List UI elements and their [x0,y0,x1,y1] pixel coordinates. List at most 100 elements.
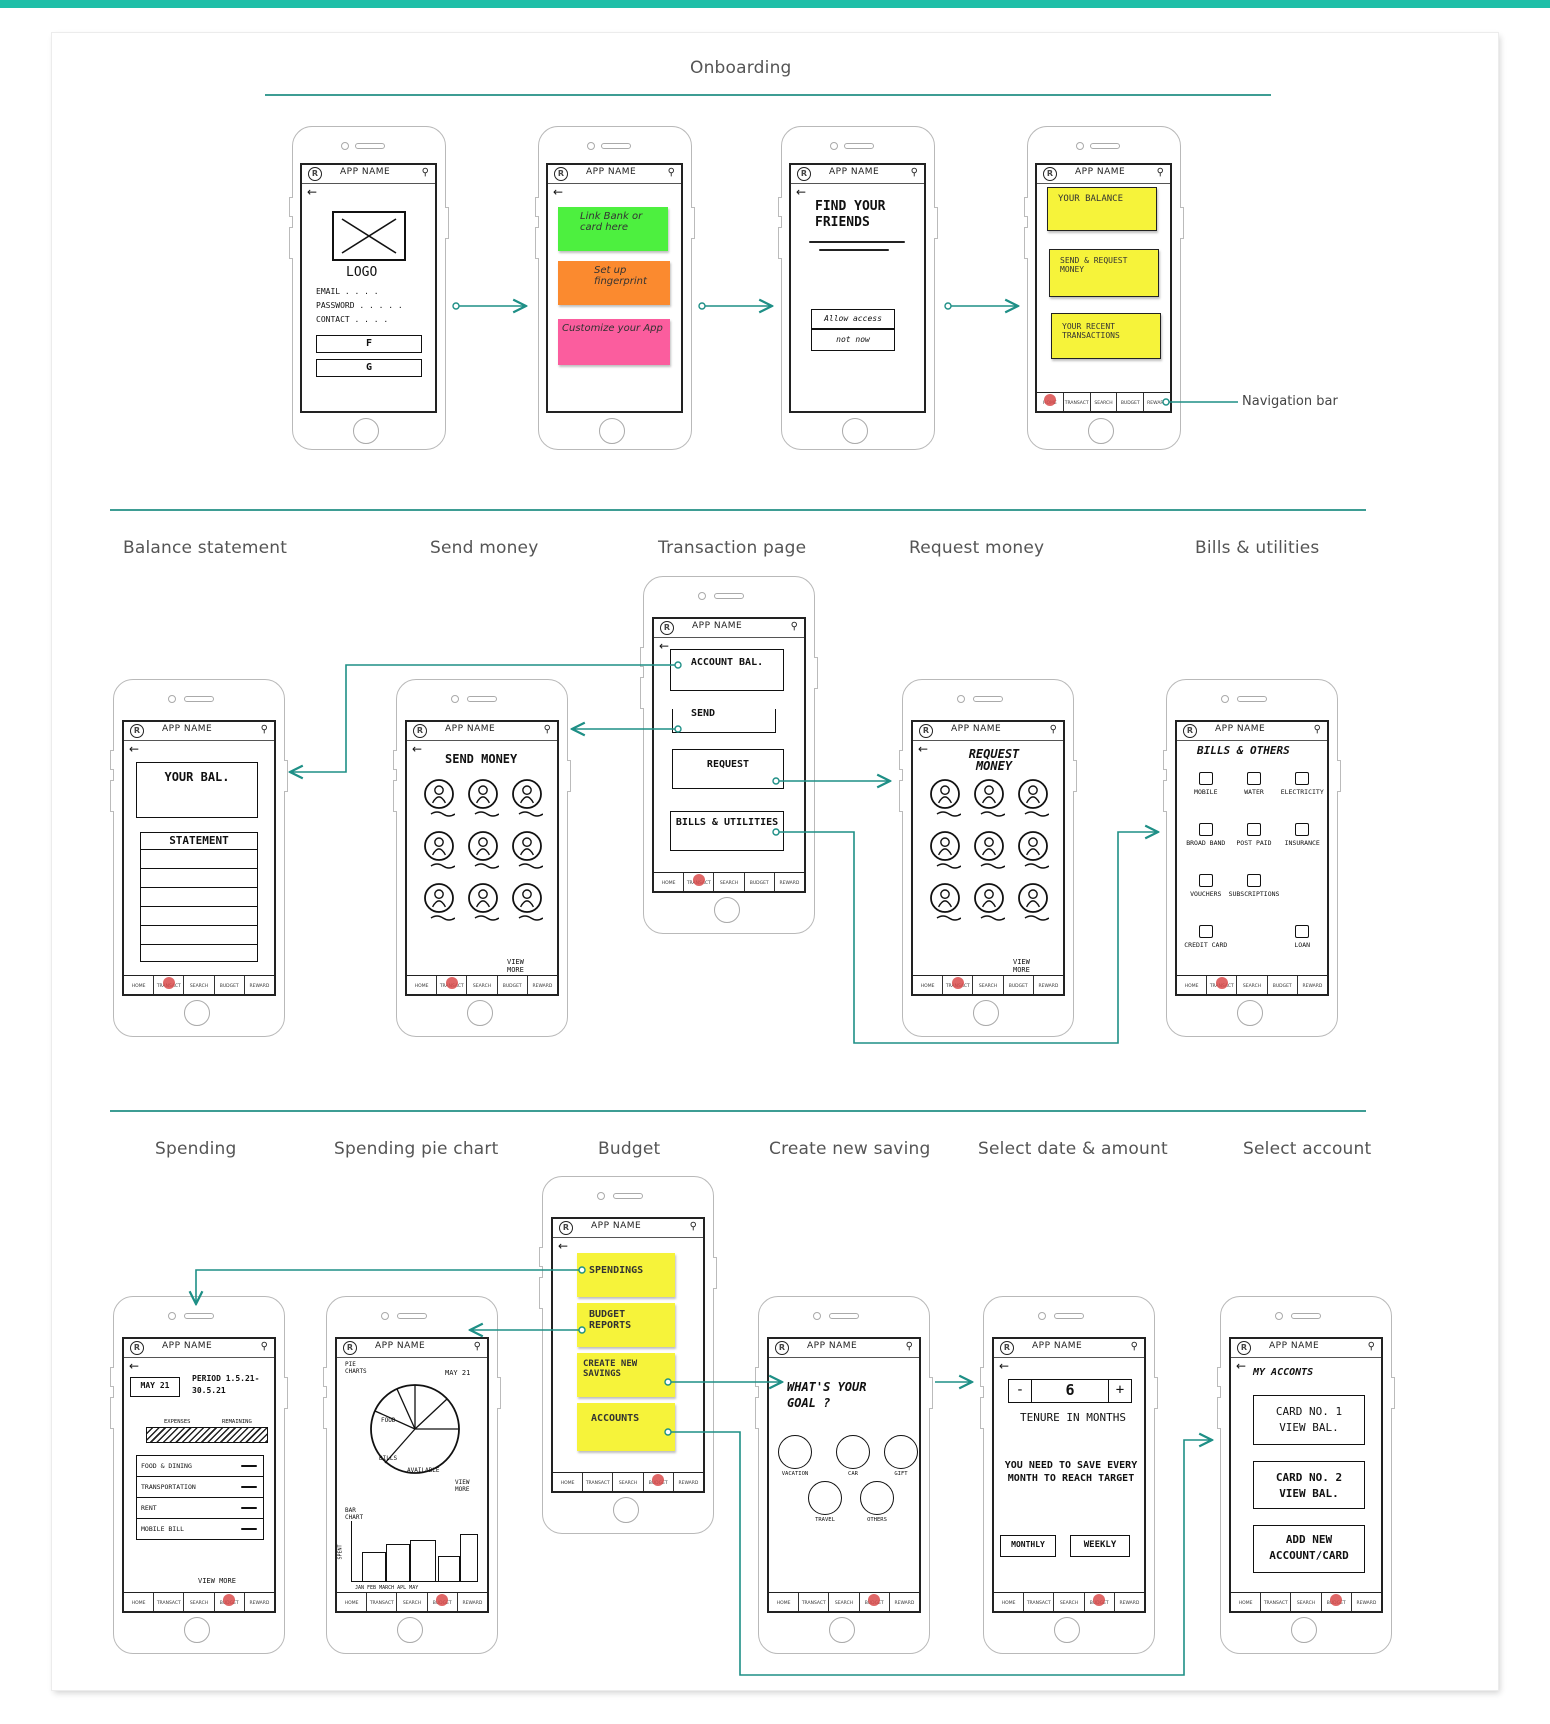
goal-option[interactable]: OTHERS [857,1481,897,1523]
nav-transact[interactable]: TRANSACT [684,873,715,891]
nav-budget[interactable]: BUDGET [644,1473,674,1491]
contact-avatar-icon[interactable] [423,882,455,922]
view-more-link[interactable]: VIEW MORE [1013,958,1030,974]
nav-transact[interactable]: TRANSACT [1024,1593,1055,1611]
bill-option[interactable]: MOBILE [1183,770,1229,817]
nav-budget[interactable]: BUDGET [1117,393,1145,411]
back-arrow-icon[interactable]: ← [412,742,423,756]
back-arrow-icon[interactable]: ← [659,639,670,653]
nav-transact[interactable]: TRANSACT [1261,1593,1292,1611]
nav-transact[interactable]: TRANSACT [583,1473,614,1491]
your-balance-note[interactable]: YOUR BALANCE [1047,187,1157,231]
nav-reward[interactable]: REWARD [1038,984,1059,989]
allow-access-button[interactable]: Allow access [811,309,895,329]
back-arrow-icon[interactable]: ← [553,185,564,199]
contact-avatar-icon[interactable] [929,778,961,818]
bill-option[interactable]: POST PAID [1229,821,1280,868]
nav-search[interactable]: SEARCH [714,873,745,891]
request-option[interactable]: REQUEST [672,749,784,789]
contact-avatar-icon[interactable] [511,830,543,870]
contact-avatar-icon[interactable] [1017,778,1049,818]
nav-home[interactable]: HOME [124,1593,155,1611]
nav-search[interactable]: SEARCH [184,1593,215,1611]
nav-search[interactable]: SEARCH [613,1473,644,1491]
send-request-note[interactable]: SEND & REQUEST MONEY [1049,249,1159,297]
back-arrow-icon[interactable]: ← [918,742,929,756]
nav-reward[interactable]: REWARD [532,984,553,989]
link-bank-card-note[interactable]: Link Bank or card here [558,207,668,251]
bill-option[interactable]: CREDIT CARD [1183,923,1229,970]
not-now-button[interactable]: not now [811,329,895,351]
contact-avatar-icon[interactable] [929,830,961,870]
nav-reward[interactable]: REWARD [779,881,800,886]
contact-avatar-icon[interactable] [929,882,961,922]
nav-budget[interactable]: BUDGET [860,1593,890,1611]
customize-app-note[interactable]: Customize your App [558,319,670,365]
bill-option[interactable]: BROAD BAND [1183,821,1229,868]
nav-search[interactable]: SEARCH [1091,393,1118,411]
back-arrow-icon[interactable]: ← [999,1359,1010,1373]
contact-field[interactable]: CONTACT . . . . [316,315,389,324]
goal-option[interactable]: TRAVEL [805,1481,845,1523]
nav-search[interactable]: SEARCH [973,976,1004,994]
view-more-link[interactable]: VIEW MORE [198,1577,236,1585]
nav-transact[interactable]: TRANSACT [1207,976,1238,994]
nav-home[interactable]: HOME [124,976,155,994]
contact-avatar-icon[interactable] [467,830,499,870]
nav-home[interactable]: HOME [1037,393,1064,411]
bill-option[interactable]: WATER [1229,770,1280,817]
decrement-button[interactable]: - [1009,1380,1032,1402]
contact-avatar-icon[interactable] [973,882,1005,922]
nav-budget[interactable]: BUDGET [1268,976,1298,994]
bill-option[interactable]: SUBSCRIPTIONS [1229,872,1279,919]
nav-reward[interactable]: REWARD [462,1601,483,1606]
spendings-note[interactable]: SPENDINGS [577,1253,675,1297]
bills-utilities-option[interactable]: BILLS & UTILITIES [670,811,784,851]
contact-avatar-icon[interactable] [1017,882,1049,922]
nav-home[interactable]: HOME [337,1593,368,1611]
increment-button[interactable]: + [1108,1380,1131,1402]
nav-search[interactable]: SEARCH [184,976,215,994]
bill-option[interactable]: ELECTRICITY [1279,770,1325,817]
contact-avatar-icon[interactable] [973,778,1005,818]
nav-budget[interactable]: BUDGET [428,1593,458,1611]
contact-avatar-icon[interactable] [511,882,543,922]
nav-transact[interactable]: TRANSACT [1064,393,1091,411]
nav-home[interactable]: HOME [654,873,685,891]
nav-reward[interactable]: REWARD [249,984,270,989]
contact-avatar-icon[interactable] [423,830,455,870]
nav-transact[interactable]: TRANSACT [154,976,185,994]
nav-home[interactable]: HOME [913,976,944,994]
goal-option[interactable]: GIFT [881,1435,919,1477]
spending-row[interactable]: TRANSPORTATION [137,1477,263,1498]
nav-search[interactable]: SEARCH [1237,976,1268,994]
contact-avatar-icon[interactable] [423,778,455,818]
view-more-link[interactable]: VIEW MORE [455,1479,470,1493]
nav-search[interactable]: SEARCH [829,1593,860,1611]
nav-search[interactable]: SEARCH [1054,1593,1085,1611]
tenure-stepper[interactable]: - 6 + [1008,1379,1132,1403]
monthly-toggle[interactable]: MONTHLY [1000,1535,1056,1557]
contact-avatar-icon[interactable] [467,778,499,818]
goal-option[interactable]: CAR [833,1435,873,1477]
nav-transact[interactable]: TRANSACT [943,976,974,994]
nav-search[interactable]: SEARCH [467,976,498,994]
nav-reward[interactable]: REWARD [1302,984,1323,989]
back-arrow-icon[interactable]: ← [129,742,140,756]
contact-avatar-icon[interactable] [467,882,499,922]
account-balance-button[interactable]: ACCOUNT BAL. [670,649,784,691]
nav-transact[interactable]: TRANSACT [367,1593,398,1611]
nav-search[interactable]: SEARCH [397,1593,428,1611]
view-more-link[interactable]: VIEW MORE [507,958,524,974]
back-arrow-icon[interactable]: ← [796,185,807,199]
password-field[interactable]: PASSWORD . . . . . [316,301,403,310]
facebook-button[interactable]: F [316,335,422,353]
nav-search[interactable]: SEARCH [1291,1593,1322,1611]
google-button[interactable]: G [316,359,422,377]
nav-reward[interactable]: REWARD [1147,401,1167,406]
nav-home[interactable]: HOME [1177,976,1208,994]
add-account-option[interactable]: ADD NEW ACCOUNT/CARD [1253,1525,1365,1573]
email-field[interactable]: EMAIL . . . . [316,287,379,296]
nav-reward[interactable]: REWARD [249,1601,270,1606]
create-new-savings-note[interactable]: CREATE NEW SAVINGS [577,1353,675,1397]
